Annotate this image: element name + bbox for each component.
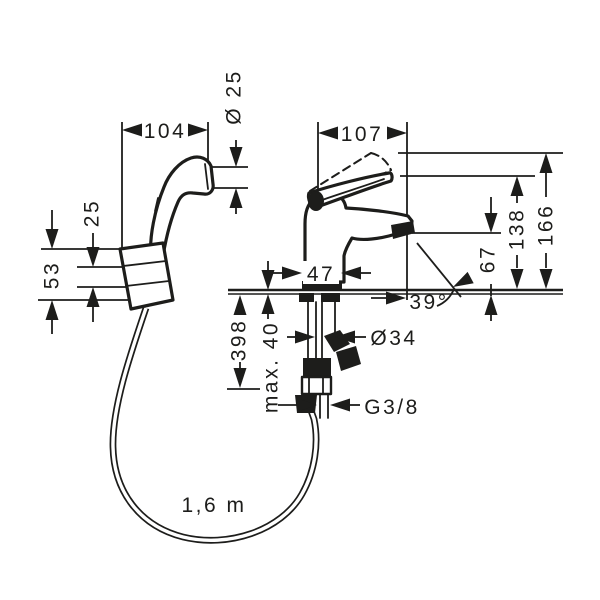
reference-lines <box>38 122 563 406</box>
shower-hose <box>109 306 320 544</box>
aerator <box>391 221 415 239</box>
faucet <box>302 152 415 290</box>
dim-label-head-diameter: Ø 25 <box>222 69 245 125</box>
dim-label-height-lever: 138 <box>505 208 528 251</box>
mounting-nut <box>299 293 314 302</box>
dim-label-hose-length: 1,6 m <box>181 494 246 517</box>
shower-holder <box>118 241 175 311</box>
dim-label-hand-shower-width: 104 <box>144 120 187 143</box>
lever-hinge <box>308 191 324 211</box>
under-counter-assembly <box>295 293 361 419</box>
lever-raised-dashed <box>309 152 372 192</box>
dim-label-holder-height: 53 <box>40 261 63 289</box>
dimension-arrows <box>45 123 553 412</box>
dim-label-spout-angle: 39° <box>409 291 448 314</box>
dimension-labels: 104 Ø 25 25 53 107 166 138 67 47 39° 398… <box>40 69 557 517</box>
dim-label-base-width: 47 <box>307 263 335 286</box>
hose-outlet-nut <box>324 330 350 352</box>
hand-shower-head <box>149 155 215 259</box>
dim-label-holder-inner: 25 <box>80 199 103 227</box>
dim-label-height-overall: 166 <box>534 204 557 247</box>
dim-label-length-below-counter: 398 <box>227 319 250 362</box>
hand-shower <box>118 155 215 311</box>
dim-label-height-spout: 67 <box>476 245 499 273</box>
dim-label-max-counter-thickness: max. 40 <box>259 321 282 413</box>
dim-label-tap-hole-diameter: Ø34 <box>370 327 417 350</box>
spray-face-line <box>204 163 209 190</box>
dim-label-faucet-depth: 107 <box>341 123 384 146</box>
base-plate <box>302 281 342 290</box>
shank-nut <box>303 358 331 377</box>
shutoff-body <box>300 375 333 396</box>
dim-label-thread: G3/8 <box>364 396 420 419</box>
handle-detail <box>154 197 159 212</box>
